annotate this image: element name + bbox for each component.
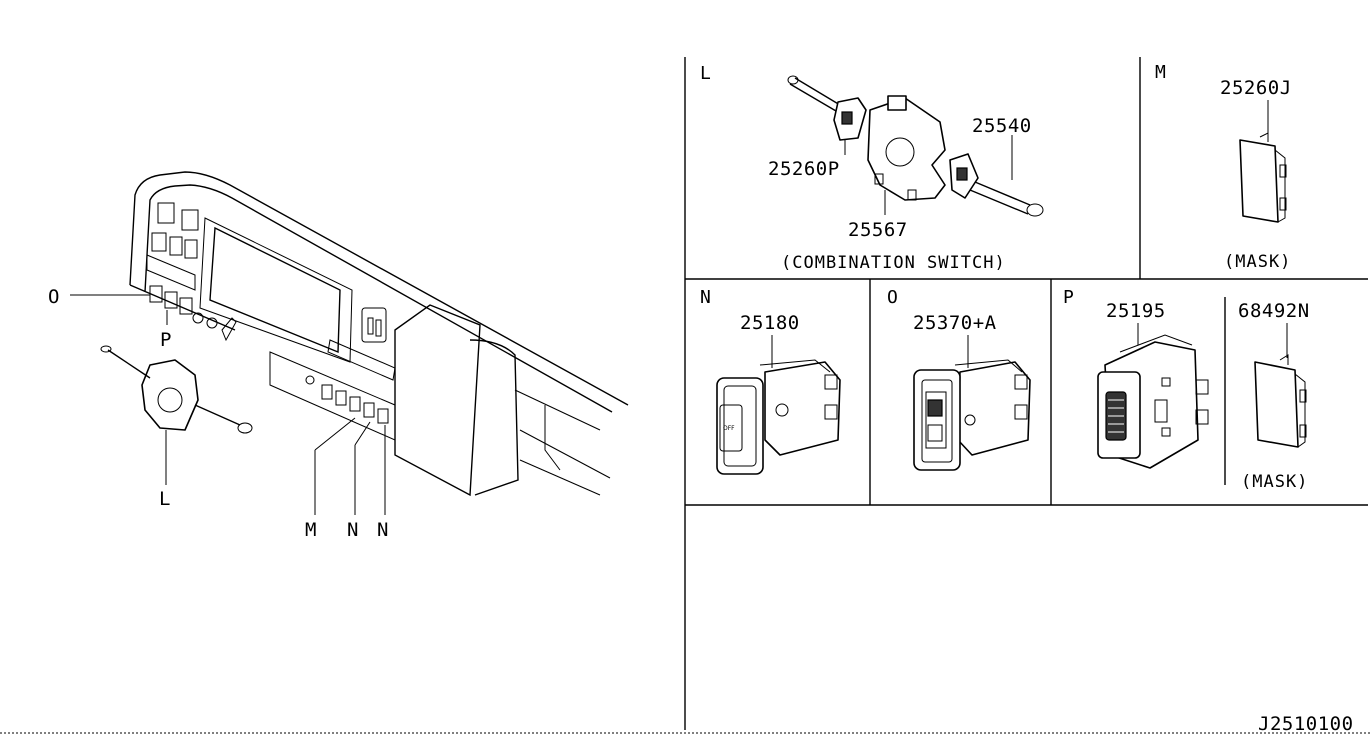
- panel-n: N 25180 OFF: [700, 287, 841, 475]
- panel-o-letter: O: [887, 287, 898, 308]
- panel-m: M 25260J (MASK): [1155, 62, 1292, 272]
- panel-l-caption: (COMBINATION SWITCH): [781, 253, 1006, 273]
- callout-p: P: [160, 329, 172, 351]
- panel-l: L 25260P 25567 25540 (COMBINATION SWITCH…: [700, 63, 1044, 273]
- dashboard-overview: [100, 171, 629, 497]
- n-switch-glyph: OFF: [723, 425, 735, 432]
- part-25540: 25540: [972, 115, 1032, 137]
- part-25260p: 25260P: [768, 158, 840, 180]
- panel-m-letter: M: [1155, 62, 1166, 83]
- part-25195: 25195: [1106, 300, 1166, 322]
- callout-m: M: [305, 519, 317, 541]
- panel-l-letter: L: [700, 63, 711, 84]
- panel-p-letter: P: [1063, 287, 1074, 308]
- callout-n1: N: [347, 519, 359, 541]
- panel-m-caption: (MASK): [1224, 252, 1291, 272]
- part-25370a: 25370+A: [913, 312, 997, 334]
- panel-n-letter: N: [700, 287, 711, 308]
- callout-o: O: [48, 286, 60, 308]
- part-68492n: 68492N: [1238, 300, 1310, 322]
- callout-n2: N: [377, 519, 389, 541]
- panel-o: O 25370+A: [887, 287, 1031, 471]
- callout-l: L: [159, 488, 171, 510]
- panel-p-caption: (MASK): [1241, 472, 1308, 492]
- panel-grid: [0, 57, 1370, 734]
- diagram-code: J2510100: [1258, 713, 1354, 735]
- part-25180: 25180: [740, 312, 800, 334]
- overview-leaders: [70, 294, 386, 515]
- part-25260j: 25260J: [1220, 77, 1292, 99]
- panel-p: P 25195 68492N (MASK): [1063, 287, 1310, 492]
- part-25567: 25567: [848, 219, 908, 241]
